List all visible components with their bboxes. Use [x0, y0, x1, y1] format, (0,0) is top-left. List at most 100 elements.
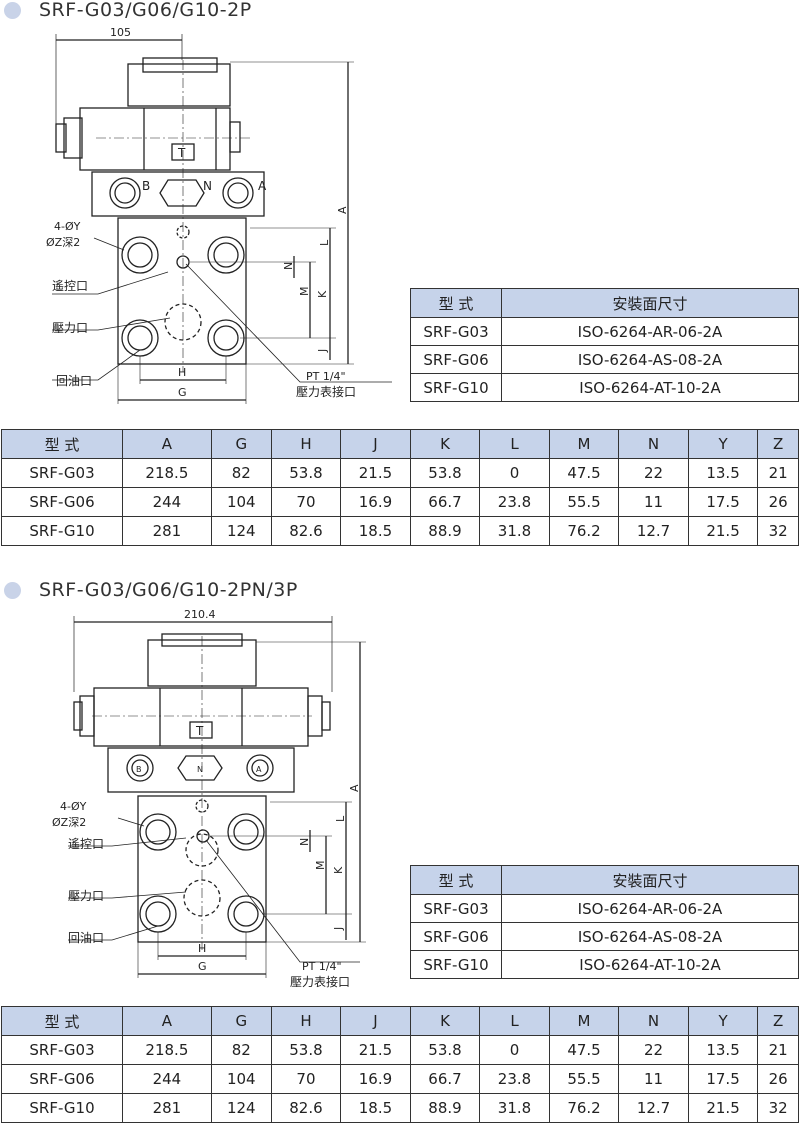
pressure-port-label: 壓力口 [68, 889, 104, 903]
port-b-label: B [136, 765, 142, 774]
dim-g-label: G [198, 960, 207, 973]
dim-cell: 18.5 [340, 1093, 411, 1123]
dim-h-label: H [178, 366, 186, 379]
dim-cell: 23.8 [479, 487, 550, 517]
dim-m-label: M [314, 861, 327, 871]
dim-g-label: G [178, 386, 187, 399]
dim-cell: 22 [618, 1035, 689, 1065]
mount-cell: ISO-6264-AR-06-2A [501, 317, 799, 346]
dim-l-label: L [318, 239, 331, 246]
dim-cell: 47.5 [548, 458, 620, 488]
bullet-icon [4, 1, 21, 19]
dim-cell: SRF-G03 [1, 1035, 123, 1065]
dim-cell: 82 [210, 1035, 272, 1065]
port-n-label: N [197, 765, 203, 774]
section-1-heading: SRF-G03/G06/G10-2P [0, 0, 252, 22]
dim-header: A [122, 1006, 212, 1036]
dim-a-label: A [348, 784, 361, 792]
dim-cell: SRF-G03 [1, 458, 123, 488]
dim-cell: 53.8 [270, 1035, 342, 1065]
dim-cell: 21 [757, 458, 799, 488]
dim-cell: 13.5 [687, 458, 759, 488]
dim-header: J [340, 1006, 411, 1036]
dim-cell: 104 [210, 1064, 272, 1094]
dim-cell: 66.7 [409, 487, 481, 517]
dim-cell: 218.5 [122, 458, 212, 488]
section-1-title: SRF-G03/G06/G10-2P [39, 0, 252, 21]
dim-cell: 12.7 [618, 516, 689, 546]
dim-k-label: K [332, 866, 345, 874]
mount-cell: SRF-G03 [410, 317, 502, 346]
dim-cell: 244 [122, 1064, 212, 1094]
dim-cell: 11 [618, 1064, 689, 1094]
mount-header-spec: 安裝面尺寸 [501, 288, 799, 318]
port-a-label: A [258, 179, 267, 193]
dim-cell: 31.8 [479, 1093, 550, 1123]
mount-cell: ISO-6264-AS-08-2A [501, 922, 799, 951]
dim-cell: 53.8 [270, 458, 342, 488]
dim-cell: SRF-G10 [1, 1093, 123, 1123]
dim-cell: 124 [210, 516, 272, 546]
dim-cell: 70 [270, 487, 342, 517]
table-row: SRF-G10 281 124 82.6 18.5 88.9 31.8 76.2… [1, 1093, 799, 1123]
table-row: SRF-G06 244 104 70 16.9 66.7 23.8 55.5 1… [1, 487, 799, 517]
width-dimension-label: 210.4 [184, 608, 216, 621]
dim-cell: 21.5 [687, 1093, 759, 1123]
dim-header: K [409, 429, 481, 459]
dim-header: Y [687, 1006, 759, 1036]
depth-label: ØZ深2 [52, 816, 86, 829]
dim-cell: 21 [757, 1035, 799, 1065]
dim-header: Z [757, 429, 799, 459]
dim-l-label: L [334, 815, 347, 822]
port-n-label: N [203, 179, 212, 193]
dim-cell: 55.5 [548, 1064, 620, 1094]
dim-cell: SRF-G10 [1, 516, 123, 546]
holes-label: 4-ØY [54, 220, 81, 233]
gauge-port-label: 壓力表接口 [296, 384, 356, 399]
dim-header: Y [687, 429, 759, 459]
dim-cell: 55.5 [548, 487, 620, 517]
pilot-port-label: 遙控口 [68, 837, 104, 851]
dim-cell: 82 [210, 458, 272, 488]
dim-cell: 53.8 [409, 458, 481, 488]
dim-cell: 26 [757, 1064, 799, 1094]
pressure-port-label: 壓力口 [52, 321, 88, 335]
table-row: SRF-G03 218.5 82 53.8 21.5 53.8 0 47.5 2… [1, 1035, 799, 1065]
dim-j-label: J [316, 349, 329, 353]
mount-cell: ISO-6264-AT-10-2A [501, 950, 799, 979]
dim-header: Z [757, 1006, 799, 1036]
mount-cell: ISO-6264-AT-10-2A [501, 373, 799, 402]
width-dimension-label: 105 [110, 26, 131, 39]
dim-cell: 32 [757, 1093, 799, 1123]
dim-n-label: N [282, 262, 295, 270]
table-row: SRF-G03 218.5 82 53.8 21.5 53.8 0 47.5 2… [1, 458, 799, 488]
dim-j-label: J [332, 927, 345, 931]
dim-cell: 124 [210, 1093, 272, 1123]
mount-header-model: 型 式 [410, 865, 502, 895]
dim-header: H [270, 429, 342, 459]
dim-m-label: M [298, 287, 311, 297]
mount-cell: SRF-G10 [410, 373, 502, 402]
dim-cell: 88.9 [409, 1093, 481, 1123]
port-b-label: B [142, 179, 150, 193]
dim-header: G [210, 1006, 272, 1036]
dim-header: M [548, 429, 620, 459]
dimension-table-1: 型 式 A G H J K L M N Y Z SRF-G03 218.5 82… [1, 429, 799, 546]
dim-cell: 281 [122, 1093, 212, 1123]
dim-header: G [210, 429, 272, 459]
table-row: SRF-G06 244 104 70 16.9 66.7 23.8 55.5 1… [1, 1064, 799, 1094]
mount-cell: ISO-6264-AR-06-2A [501, 894, 799, 923]
tag-t-label: T [195, 724, 204, 738]
dim-cell: SRF-G06 [1, 487, 123, 517]
mount-cell: SRF-G06 [410, 922, 502, 951]
mount-header-spec: 安裝面尺寸 [501, 865, 799, 895]
dim-header: L [479, 1006, 550, 1036]
dim-cell: 13.5 [687, 1035, 759, 1065]
dim-cell: 21.5 [340, 1035, 411, 1065]
holes-label: 4-ØY [60, 800, 87, 813]
section-2-title: SRF-G03/G06/G10-2PN/3P [39, 579, 298, 601]
dim-k-label: K [316, 290, 329, 298]
dim-h-label: H [198, 942, 206, 955]
dim-cell: 11 [618, 487, 689, 517]
